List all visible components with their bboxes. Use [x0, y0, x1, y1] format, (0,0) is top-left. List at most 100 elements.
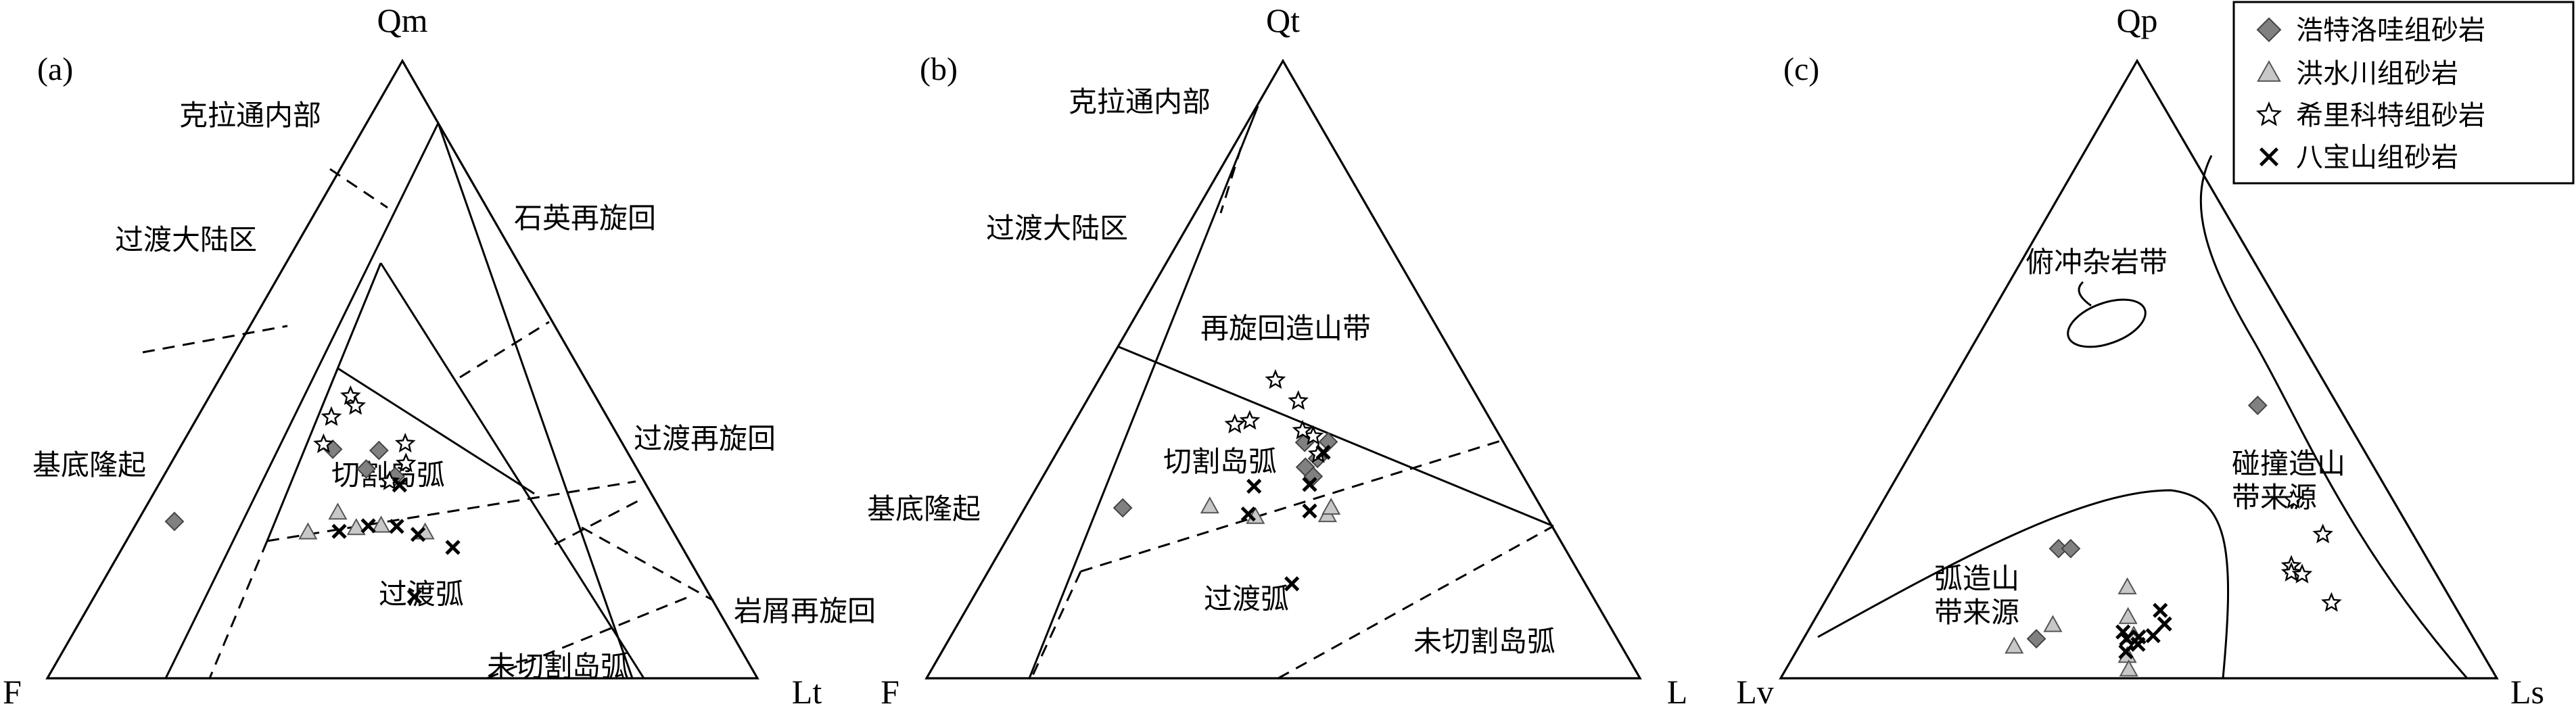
legend-label: 洪水川组砂岩 [2296, 58, 2458, 89]
legend-label: 希里科特组砂岩 [2296, 100, 2485, 131]
region-label: 过渡弧 [1204, 582, 1289, 615]
points-b [1113, 369, 1341, 592]
star-marker [2291, 563, 2313, 584]
boundary-line [581, 526, 714, 602]
region-label: 切割岛弧 [1163, 445, 1277, 478]
diamond-marker [369, 440, 389, 461]
cross-marker [2157, 616, 2172, 632]
cross-marker [410, 527, 426, 542]
legend-marker-diamond [2256, 17, 2282, 43]
triangle-c [1779, 58, 2499, 680]
star-marker [1265, 369, 1286, 389]
region-label: 碰撞造山带来源 [2232, 447, 2345, 514]
cross-marker [445, 540, 461, 555]
diamond-marker [356, 459, 376, 479]
legend-box [2232, 1, 2575, 185]
triangle-marker [298, 522, 318, 540]
legend-marker-cross [2259, 147, 2279, 167]
subduction-complex-ellipse [2067, 298, 2147, 348]
region-label: 克拉通内部 [1069, 85, 1211, 118]
star-marker [1239, 410, 1261, 430]
triangle-marker [2043, 615, 2063, 632]
triangle-marker [328, 502, 348, 520]
cross-marker [392, 477, 407, 493]
star-marker [394, 432, 416, 453]
star-marker [313, 433, 334, 454]
region-label: 基底隆起 [32, 448, 146, 481]
star-marker [2321, 592, 2342, 612]
boundary-line [1080, 438, 1505, 573]
panel-label: (b) [920, 51, 958, 87]
boundary-line [266, 262, 382, 542]
region-label: 未切割岛弧 [487, 650, 629, 683]
legend-label: 浩特洛哇组砂岩 [2296, 15, 2485, 46]
leader-line [2078, 281, 2092, 307]
legend-marker-triangle [2257, 60, 2281, 82]
diamond-marker [164, 511, 185, 532]
star-marker [321, 406, 342, 426]
cross-marker [2130, 636, 2146, 652]
triangle-a [45, 58, 759, 680]
vertex-top-label: Qt [1266, 1, 1300, 39]
collision-orogen-boundary [2199, 155, 2468, 679]
boundary-line [554, 499, 640, 546]
vertex-left-label: F [881, 673, 899, 706]
cross-marker [2119, 631, 2134, 646]
star-marker [2282, 488, 2304, 509]
vertex-top-label: Qm [377, 1, 428, 39]
diamond-marker [2256, 17, 2282, 43]
diamond-marker [2026, 629, 2046, 649]
boundary-line [329, 168, 388, 209]
region-label: 过渡弧 [379, 578, 464, 611]
cross-marker [360, 518, 376, 534]
boundary-line [1278, 525, 1554, 680]
legend-item: 浩特洛哇组砂岩 [2256, 15, 2485, 46]
star-marker [2312, 523, 2333, 544]
triangle-marker [2257, 60, 2281, 82]
region-label: 岩屑再旋回 [734, 594, 876, 628]
cross-marker [1284, 576, 1300, 592]
panel-label: (a) [37, 51, 73, 87]
diamond-marker [1318, 431, 1338, 452]
boundary-line [1030, 571, 1082, 679]
boundary-line [208, 540, 268, 679]
legend-label: 八宝山组砂岩 [2296, 142, 2458, 173]
panel-c: (c) Qp Lv Ls 俯冲杂岩带 碰撞造山带来源 弧造山带来源 [1736, 1, 2544, 706]
vertex-right-label: Ls [2510, 673, 2544, 706]
legend-item: 八宝山组砂岩 [2259, 142, 2458, 173]
boundary-line [459, 321, 550, 379]
region-label: 俯冲杂岩带 [2025, 245, 2168, 279]
boundary-line [142, 325, 288, 354]
triangle-marker [2119, 659, 2138, 677]
triangle-marker [2005, 636, 2024, 654]
boundary-line [486, 594, 694, 680]
panel-a: (a) Qm F Lt 克拉通内部 过渡大陆区 基底隆起 石英再旋回 过渡再旋回… [3, 1, 876, 706]
diamond-marker [2061, 538, 2081, 559]
points-a [164, 385, 461, 605]
triangle-marker [2117, 577, 2137, 594]
triangle-marker [346, 518, 366, 536]
cross-marker [331, 523, 347, 539]
vertex-right-label: L [1667, 673, 1688, 706]
region-label: 克拉通内部 [179, 99, 321, 132]
star-marker [1288, 390, 1309, 410]
cross-marker [2153, 603, 2168, 618]
cross-marker [1302, 503, 1317, 519]
cross-marker [1315, 444, 1331, 460]
triangle-marker [371, 515, 391, 533]
triangle-marker [2118, 607, 2138, 624]
vertex-left-label: Lv [1736, 673, 1774, 706]
boundary-line [164, 122, 440, 679]
cross-marker [406, 589, 422, 605]
region-label: 未切割岛弧 [1413, 625, 1555, 658]
star-marker [395, 452, 417, 473]
cross-marker [1302, 477, 1317, 492]
panel-label: (c) [1783, 51, 1819, 87]
star-marker [1224, 413, 1246, 433]
legend: 浩特洛哇组砂岩 洪水川组砂岩 希里科特组砂岩 八宝山组砂岩 [2232, 1, 2575, 185]
legend-marker-star [2255, 101, 2282, 126]
triangle-marker [1321, 497, 1341, 515]
legend-item: 洪水川组砂岩 [2257, 58, 2458, 89]
star-marker [379, 470, 400, 490]
region-label: 弧造山带来源 [1934, 562, 2019, 629]
